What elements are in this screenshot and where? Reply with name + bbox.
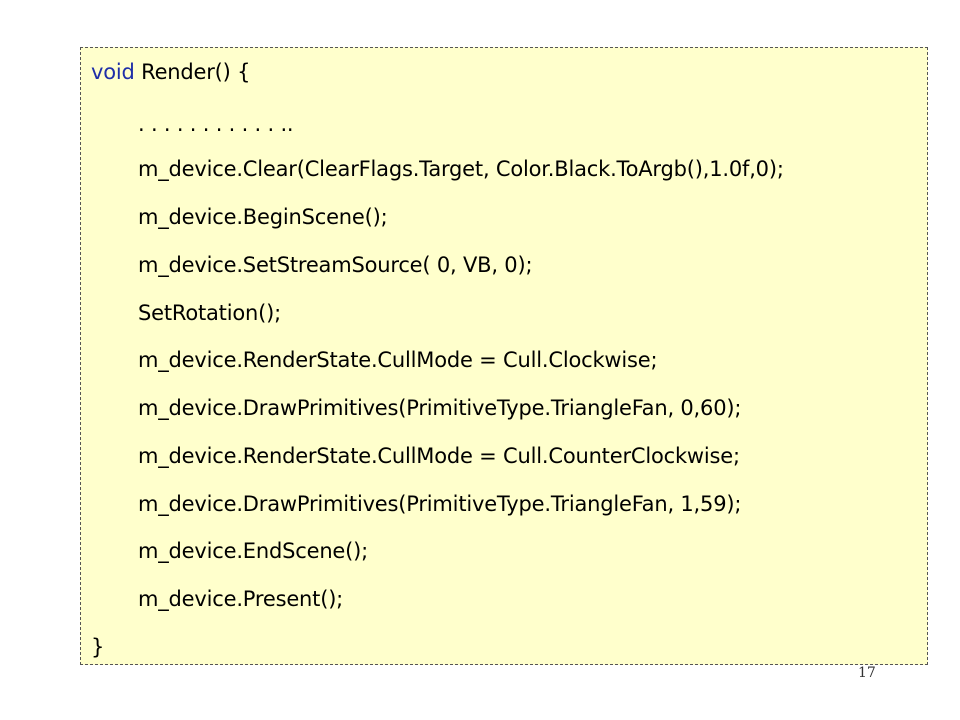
code-line-set-rotation: SetRotation(); [138, 301, 281, 325]
code-block: void Render() { . . . . . . . . . . . ..… [80, 47, 928, 665]
code-line-ellipsis: . . . . . . . . . . . .. [138, 112, 294, 136]
function-signature: Render() { [134, 60, 251, 84]
function-header: void Render() { [91, 59, 251, 85]
keyword-void: void [91, 60, 135, 84]
code-line-cullmode-clockwise: m_device.RenderState.CullMode = Cull.Clo… [138, 348, 658, 372]
closing-brace: } [91, 635, 105, 659]
code-line-draw-primitives-1: m_device.DrawPrimitives(PrimitiveType.Tr… [138, 396, 742, 420]
code-line-draw-primitives-2: m_device.DrawPrimitives(PrimitiveType.Tr… [138, 492, 742, 516]
page-number: 17 [858, 665, 876, 681]
code-line-set-stream-source: m_device.SetStreamSource( 0, VB, 0); [138, 253, 533, 277]
code-line-clear: m_device.Clear(ClearFlags.Target, Color.… [138, 157, 784, 181]
code-line-end-scene: m_device.EndScene(); [138, 539, 369, 563]
code-line-cullmode-counterclockwise: m_device.RenderState.CullMode = Cull.Cou… [138, 444, 740, 468]
code-line-begin-scene: m_device.BeginScene(); [138, 205, 388, 229]
code-line-present: m_device.Present(); [138, 587, 344, 611]
